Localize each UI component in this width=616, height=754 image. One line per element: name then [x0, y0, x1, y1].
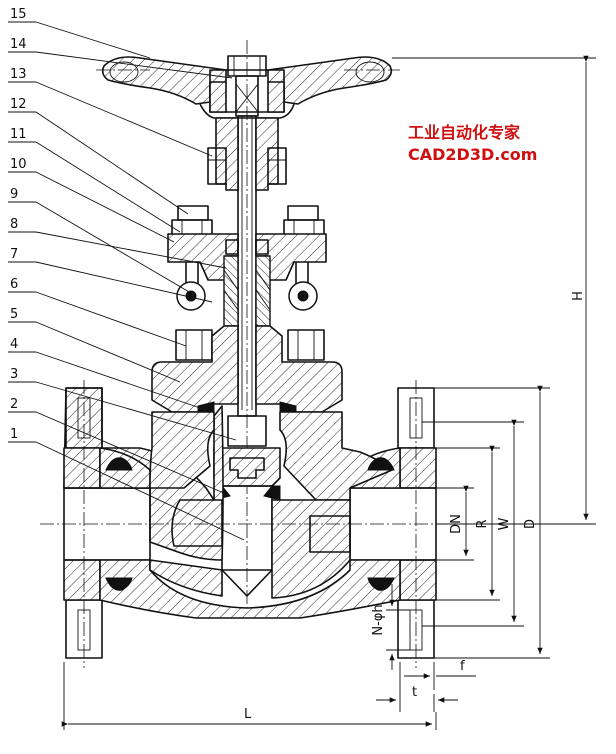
- part-num-4: 4: [10, 337, 18, 352]
- handwheel: [96, 56, 400, 119]
- dim-D: D: [523, 519, 538, 529]
- part-num-6: 6: [10, 277, 18, 292]
- gland-flange: [167, 233, 327, 281]
- watermark: 工业自动化专家 CAD2D3D.com: [408, 123, 537, 164]
- watermark-line1: 工业自动化专家: [408, 123, 521, 142]
- part-num-1: 1: [10, 427, 18, 442]
- part-num-2: 2: [10, 397, 18, 412]
- stem: [237, 40, 257, 610]
- leader-lines: [8, 21, 245, 541]
- dim-N-phi-h: N-φh: [371, 604, 386, 635]
- dim-t: t: [412, 685, 417, 700]
- dim-H: H: [571, 291, 586, 301]
- part-number-labels: 15 14 13 12 11 10 9 8 7 6 5 4 3 2 1: [10, 7, 27, 442]
- dimensions: H DN R W D N-φh f: [61, 55, 596, 730]
- bonnet: [151, 325, 343, 415]
- gland-bolt-right: [283, 205, 325, 361]
- packing: [223, 255, 271, 327]
- part-num-7: 7: [10, 247, 18, 262]
- part-num-9: 9: [10, 187, 18, 202]
- part-num-10: 10: [10, 157, 27, 172]
- part-num-5: 5: [10, 307, 18, 322]
- valve-body: [40, 380, 590, 668]
- dim-L: L: [244, 707, 252, 722]
- part-num-11: 11: [10, 127, 27, 142]
- watermark-line2: CAD2D3D.com: [408, 145, 537, 164]
- part-num-8: 8: [10, 217, 18, 232]
- part-num-13: 13: [10, 67, 27, 82]
- dim-f: f: [460, 659, 465, 674]
- dim-R: R: [475, 519, 490, 528]
- part-num-14: 14: [10, 37, 27, 52]
- part-num-12: 12: [10, 97, 27, 112]
- yoke-nut: [207, 117, 287, 191]
- part-num-15: 15: [10, 7, 27, 22]
- dim-W: W: [497, 517, 512, 530]
- part-num-3: 3: [10, 367, 18, 382]
- gland-bolt-left: [171, 205, 213, 361]
- dim-DN: DN: [449, 514, 464, 534]
